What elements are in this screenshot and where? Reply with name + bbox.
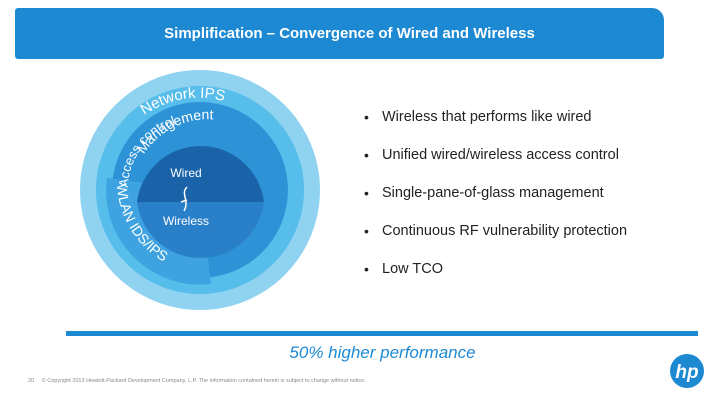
footer: 20 © Copyright 2013 Hewlett-Packard Deve… bbox=[28, 378, 372, 384]
integration-glyph-icon bbox=[180, 186, 188, 212]
bullet-item: • Single-pane-of-glass management bbox=[364, 183, 627, 221]
hp-logo-text: hp bbox=[675, 362, 698, 383]
copyright-text: © Copyright 2013 Hewlett-Packard Develop… bbox=[41, 378, 366, 384]
bullet-dot-icon: • bbox=[364, 223, 369, 239]
core-wired-label: Wired bbox=[170, 166, 201, 180]
bullet-item: • Unified wired/wireless access control bbox=[364, 145, 627, 183]
hp-logo: hp bbox=[670, 354, 704, 388]
bullet-text: Unified wired/wireless access control bbox=[382, 147, 619, 163]
performance-headline: 50% higher performance bbox=[289, 343, 476, 362]
page-number: 20 bbox=[28, 378, 35, 384]
bullet-item: • Wireless that performs like wired bbox=[364, 107, 627, 145]
bullet-text: Continuous RF vulnerability protection bbox=[382, 223, 628, 239]
bullet-text: Low TCO bbox=[382, 261, 443, 277]
bullet-dot-icon: • bbox=[364, 185, 369, 201]
bullet-item: • Low TCO bbox=[364, 259, 627, 297]
core-wired bbox=[137, 145, 264, 202]
bullet-text: Single-pane-of-glass management bbox=[382, 185, 604, 201]
bullet-list: • Wireless that performs like wired • Unif… bbox=[364, 107, 627, 297]
slide-title: Simplification – Convergence of Wired an… bbox=[164, 25, 535, 42]
bullet-text: Wireless that performs like wired bbox=[382, 109, 592, 125]
convergence-diagram: Network IPS Management Access control WL… bbox=[80, 70, 320, 310]
divider-rule bbox=[66, 331, 698, 336]
core-wireless bbox=[137, 202, 264, 259]
bullet-dot-icon: • bbox=[364, 109, 369, 125]
title-bar: Simplification – Convergence of Wired an… bbox=[15, 8, 664, 59]
bullet-dot-icon: • bbox=[364, 147, 369, 163]
bullet-item: • Continuous RF vulnerability protection bbox=[364, 221, 627, 259]
bullet-dot-icon: • bbox=[364, 261, 369, 277]
core-wireless-label: Wireless bbox=[163, 214, 209, 228]
